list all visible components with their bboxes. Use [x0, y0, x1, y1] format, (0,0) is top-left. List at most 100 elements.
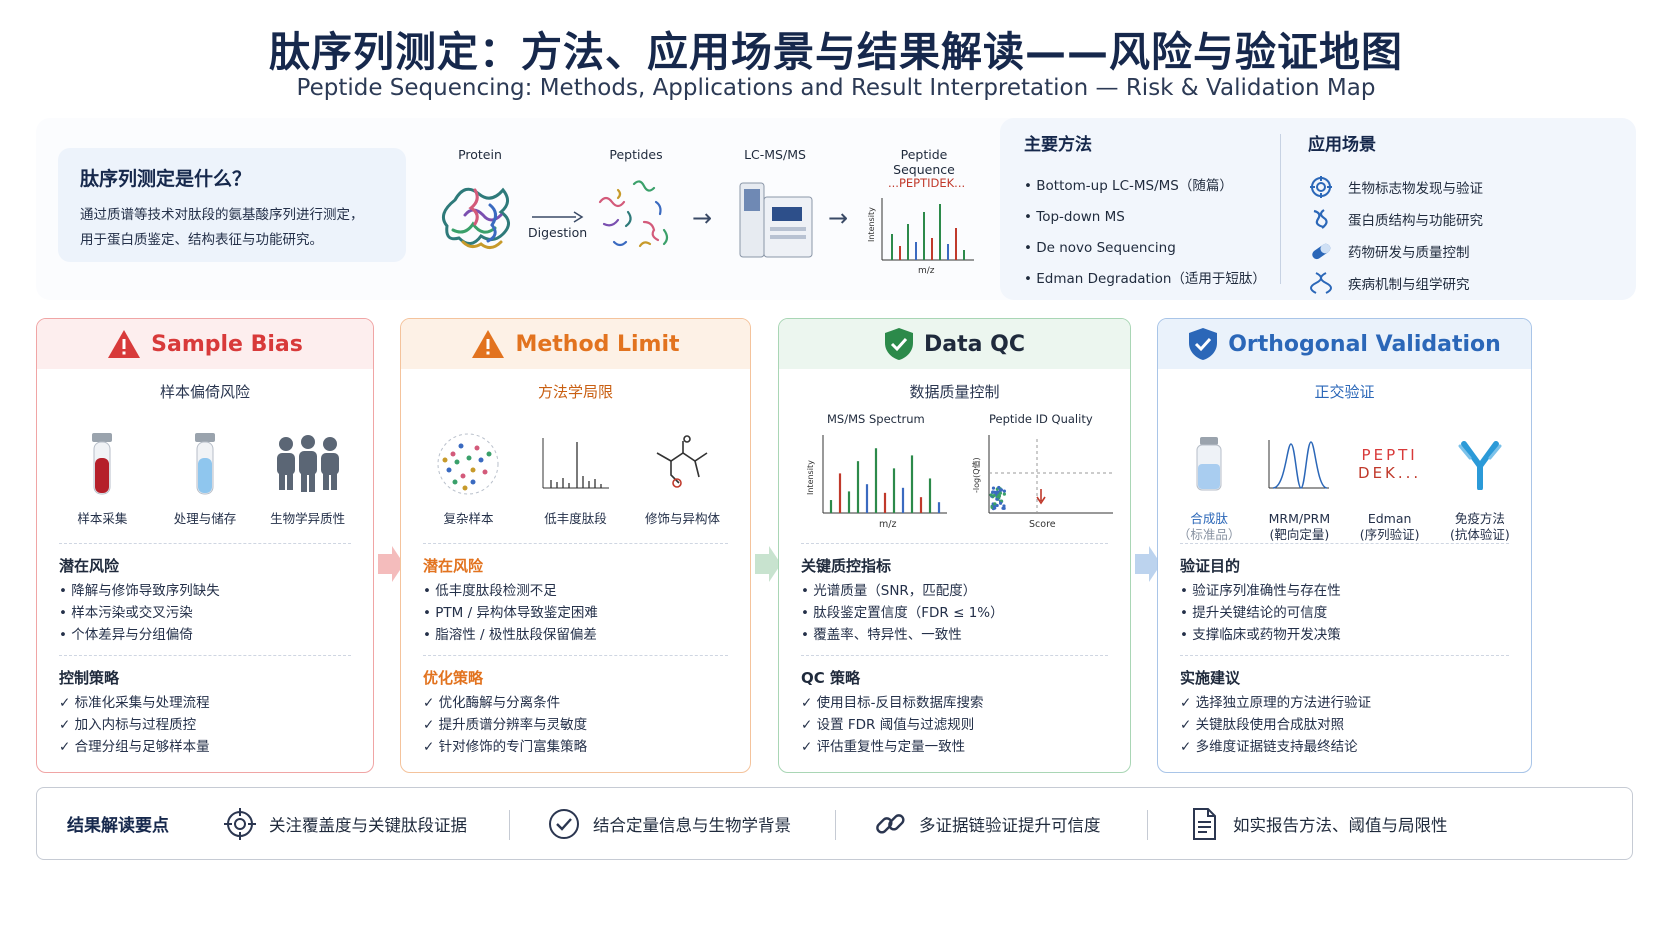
sample-collection-item: 样本采集 [52, 429, 154, 539]
pept-text-1: PEPTI [1361, 446, 1418, 464]
interpretation-item: 关注覆盖度与关键肽段证据 [223, 807, 467, 841]
sample-bias-subtitle: 样本偏倚风险 [159, 383, 250, 401]
methods-title: 主要方法 [1024, 135, 1092, 155]
low-abundance-spectrum-icon [542, 438, 610, 489]
orthogonal-subtitle: 正交验证 [1314, 383, 1375, 401]
sequence-y-label: Intensity [867, 207, 876, 242]
sample-tube-icon [194, 433, 215, 495]
blood-tube-icon [92, 433, 113, 495]
method-limit-risks: 潜在风险 • 低丰度肽段检测不足 • PTM / 异构体导致鉴定困难 • 脂溶性… [423, 555, 728, 646]
complex-sample-icon [437, 433, 499, 495]
risk-item: • 验证序列准确性与存在性 [1180, 583, 1341, 599]
qc-x-label: Score [1029, 519, 1056, 530]
data-qc-header: Data QC [779, 319, 1130, 369]
msms-spectrum-chart: MS/MS Spectrum Intensity m/z [806, 412, 947, 530]
complex-sample-item: 复杂样本 [416, 429, 522, 539]
strategy-item: ✓ 多维度证据链支持最终结论 [1180, 739, 1358, 755]
id-quality-point [993, 490, 997, 494]
risk-item: • 个体差异与分组偏倚 [59, 627, 193, 643]
digestion-arrow-icon [532, 211, 584, 223]
dna-icon [1310, 272, 1332, 294]
method-item: • Edman Degradation（适用于短肽） [1024, 271, 1266, 287]
page-title: 肽序列测定：方法、应用场景与结果解读——风险与验证地图 [269, 28, 1403, 76]
separator [835, 810, 836, 840]
methods-panel: 主要方法 • Bottom-up LC-MS/MS（随篇） • Top-down… [1000, 118, 1636, 300]
id-quality-point [989, 493, 993, 497]
orthogonal-icon-label: 合成肽 [1190, 511, 1228, 526]
molecule-structure-icon [657, 435, 708, 488]
flow-chevron-green [755, 546, 781, 582]
msms-y-label: Intensity [806, 460, 815, 495]
risk-title: 验证目的 [1180, 557, 1241, 575]
method-item: • Top-down MS [1024, 209, 1125, 225]
low-abundance-item: 低丰度肽段 [523, 429, 629, 539]
orthogonal-icon-label: 免疫方法 [1454, 511, 1505, 526]
chromatogram-icon [1268, 440, 1330, 489]
synthetic-peptide-item: 合成肽 （标准品） [1164, 429, 1254, 542]
application-scenes: 应用场景 生物标志物发现与验证 蛋白质结构与功能研究 药物研发与质量控制 疾病机… [1308, 130, 1483, 299]
biological-heterogeneity-item: 生物学异质性 [257, 429, 359, 539]
strategy-item: ✓ 关键肽段使用合成肽对照 [1180, 717, 1345, 733]
method-limit-title: Method Limit [515, 331, 680, 357]
divider [59, 543, 351, 544]
orthogonal-purpose: 验证目的 • 验证序列准确性与存在性 • 提升关键结论的可信度 • 支撑临床或药… [1180, 555, 1509, 646]
peptide-id-quality-chart: Peptide ID Quality -log(Q值) Score [971, 412, 1113, 530]
id-quality-point [999, 501, 1003, 505]
interpretation-label: 结合定量信息与生物学背景 [593, 815, 791, 835]
id-quality-point [993, 502, 997, 506]
msms-x-label: m/z [879, 519, 896, 530]
risk-item: • 肽段鉴定置信度（FDR ≤ 1%） [801, 605, 1004, 621]
sample-bias-icon-label: 生物学异质性 [270, 511, 346, 526]
what-is-text-1: 通过质谱等技术对肽段的氨基酸序列进行测定， [80, 207, 364, 223]
shield-check-icon [885, 328, 913, 360]
data-qc-card: Data QC 数据质量控制 MS/MS Spectrum Intensity … [778, 318, 1131, 773]
orthogonal-suggestions: 实施建议 ✓ 选择独立原理的方法进行验证 ✓ 关键肽段使用合成肽对照 ✓ 多维度… [1180, 667, 1509, 758]
method-item: • De novo Sequencing [1024, 240, 1176, 256]
application-label: 药物研发与质量控制 [1348, 245, 1470, 261]
orthogonal-header: Orthogonal Validation [1158, 319, 1531, 369]
interpretation-bar: 结果解读要点 关注覆盖度与关键肽段证据 结合定量信息与生物学背景 多证据链验证提… [36, 787, 1633, 860]
sample-bias-title: Sample Bias [151, 331, 303, 357]
id-quality-point [1002, 492, 1006, 496]
id-quality-point [1002, 489, 1006, 493]
strategy-item: ✓ 标准化采集与处理流程 [59, 695, 210, 711]
application-label: 疾病机制与组学研究 [1348, 277, 1470, 293]
risk-item: • 降解与修饰导致序列缺失 [59, 583, 220, 599]
risk-item: • 支撑临床或药物开发决策 [1180, 627, 1341, 643]
main-methods: 主要方法 • Bottom-up LC-MS/MS（随篇） • Top-down… [1024, 130, 1266, 295]
orthogonal-icon-label: MRM/PRM [1268, 511, 1331, 526]
document-icon [1193, 807, 1216, 840]
strategy-item: ✓ 设置 FDR 阈值与过滤规则 [801, 717, 975, 733]
immuno-item: 免疫方法 (抗体验证) [1435, 429, 1525, 542]
strategy-item: ✓ 评估重复性与定量一致性 [801, 739, 966, 755]
sample-bias-header: Sample Bias [37, 319, 373, 369]
people-group-icon [276, 435, 339, 492]
page-subtitle: Peptide Sequencing: Methods, Application… [296, 75, 1376, 101]
methods-divider [1280, 134, 1281, 284]
application-item: 蛋白质结构与功能研究 [1308, 203, 1483, 235]
orthogonal-icon-sublabel: (序列验证) [1359, 527, 1420, 542]
divider [423, 655, 728, 656]
interpretation-item: 结合定量信息与生物学背景 [547, 807, 791, 841]
application-label: 蛋白质结构与功能研究 [1348, 213, 1483, 229]
id-quality-point [992, 494, 996, 498]
flow-protein-label: Protein [458, 147, 502, 162]
mrm-prm-item: MRM/PRM (靶向定量) [1254, 429, 1344, 542]
lcms-instrument-icon [739, 182, 813, 258]
data-qc-title: Data QC [924, 331, 1025, 357]
application-item: 药物研发与质量控制 [1308, 235, 1483, 267]
what-is-box: 肽序列测定是什么？ 通过质谱等技术对肽段的氨基酸序列进行测定， 用于蛋白质鉴定、… [58, 148, 406, 262]
sample-bias-strategies: 控制策略 ✓ 标准化采集与处理流程 ✓ 加入内标与过程质控 ✓ 合理分组与足够样… [59, 667, 351, 758]
sample-bias-icon-label: 处理与储存 [173, 511, 237, 526]
risk-title: 关键质控指标 [801, 557, 892, 575]
protein-icon [441, 187, 510, 249]
interpretation-item: 多证据链验证提升可信度 [873, 807, 1101, 841]
applications-title: 应用场景 [1308, 135, 1376, 155]
strategy-item: ✓ 选择独立原理的方法进行验证 [1180, 695, 1372, 711]
risk-item: • 光谱质量（SNR，匹配度） [801, 583, 977, 599]
risk-title: 潜在风险 [59, 557, 120, 575]
risk-item: • 样本污染或交叉污染 [59, 605, 193, 621]
shield-check-icon [1189, 328, 1218, 360]
id-quality-point [995, 503, 999, 508]
divider [1180, 543, 1509, 544]
